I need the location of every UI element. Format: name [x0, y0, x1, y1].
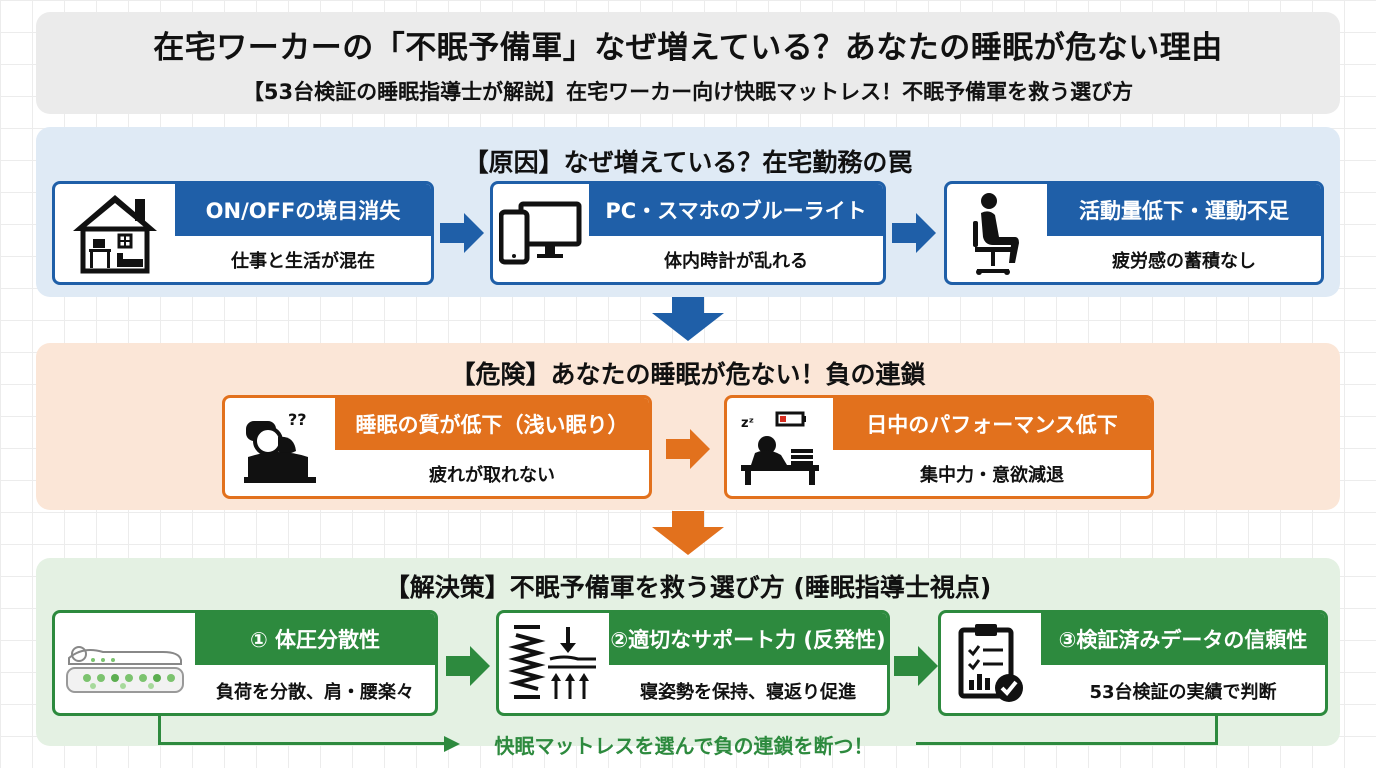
cause-section: 【原因】なぜ増えている？在宅勤務の罠 ON/OFFの境目消失 仕事と生活が混在	[36, 127, 1340, 297]
cause-card-onoff: ON/OFFの境目消失 仕事と生活が混在	[52, 181, 434, 285]
tired-worker-icon: zᶻ	[727, 398, 833, 496]
footer-connector-right	[1215, 716, 1218, 745]
svg-text:zᶻ: zᶻ	[741, 416, 754, 431]
solution-card-pressure: ① 体圧分散性 負荷を分散、肩・腰楽々	[52, 610, 438, 716]
footer-connector-left-h	[158, 742, 448, 745]
cause-card-label: ON/OFFの境目消失	[175, 184, 431, 236]
clipboard-check-icon	[941, 613, 1041, 713]
solution-section: 【解決策】不眠予備軍を救う選び方 (睡眠指導士視点)	[36, 558, 1340, 758]
cause-card-desc: 体内時計が乱れる	[664, 251, 808, 272]
solution-card-desc: 53台検証の実績で判断	[1089, 682, 1277, 703]
page-title: 在宅ワーカーの「不眠予備軍」なぜ増えている？あなたの睡眠が危ない理由	[153, 30, 1223, 66]
sleepless-person-icon: ??	[225, 398, 335, 496]
danger-card-desc: 集中力・意欲減退	[920, 465, 1064, 486]
pressure-map-icon	[55, 613, 195, 713]
danger-card-desc: 疲れが取れない	[429, 465, 555, 486]
cause-card-desc: 仕事と生活が混在	[231, 251, 375, 272]
house-icon	[55, 184, 175, 282]
devices-icon	[493, 184, 589, 282]
down-arrow-icon	[652, 511, 724, 559]
solution-section-title: 【解決策】不眠予備軍を救う選び方 (睡眠指導士視点)	[384, 573, 992, 602]
cause-section-title: 【原因】なぜ増えている？在宅勤務の罠	[463, 148, 913, 177]
solution-card-label: ②適切なサポート力 (反発性)	[609, 613, 887, 665]
header-panel: 在宅ワーカーの「不眠予備軍」なぜ増えている？あなたの睡眠が危ない理由 【53台検…	[36, 12, 1340, 114]
cause-card-label: 活動量低下・運動不足	[1047, 184, 1321, 236]
danger-card-sleep-quality: ?? 睡眠の質が低下（浅い眠り） 疲れが取れない	[222, 395, 652, 499]
footer-connector-left	[158, 716, 161, 744]
danger-section: 【危険】あなたの睡眠が危ない！負の連鎖 ?? 睡眠の質が低下（浅い眠り） 疲れが…	[36, 343, 1340, 510]
danger-card-label: 日中のパフォーマンス低下	[833, 398, 1151, 450]
danger-section-title: 【危険】あなたの睡眠が危ない！負の連鎖	[450, 360, 926, 389]
cause-card-inactivity: 活動量低下・運動不足 疲労感の蓄積なし	[944, 181, 1324, 285]
cause-card-bluelight: PC・スマホのブルーライト 体内時計が乱れる	[490, 181, 886, 285]
solution-card-label: ③検証済みデータの信頼性	[1041, 613, 1325, 665]
solution-card-desc: 寝姿勢を保持、寝返り促進	[640, 682, 856, 703]
danger-card-performance: zᶻ 日中のパフォーマンス低下 集中力・意欲減退	[724, 395, 1154, 499]
cause-card-desc: 疲労感の蓄積なし	[1112, 251, 1256, 272]
page-subtitle: 【53台検証の睡眠指導士が解説】在宅ワーカー向け快眠マットレス！不眠予備軍を救う…	[242, 80, 1134, 104]
down-arrow-icon	[652, 297, 724, 345]
solution-card-data: ③検証済みデータの信頼性 53台検証の実績で判断	[938, 610, 1328, 716]
sitting-person-icon	[947, 184, 1047, 282]
solution-card-desc: 負荷を分散、肩・腰楽々	[216, 682, 414, 703]
danger-card-label: 睡眠の質が低下（浅い眠り）	[335, 398, 649, 450]
cause-card-label: PC・スマホのブルーライト	[589, 184, 883, 236]
svg-text:??: ??	[288, 410, 307, 429]
footer-arrow-icon	[444, 736, 460, 756]
spring-icon	[499, 613, 609, 713]
solution-card-label: ① 体圧分散性	[195, 613, 435, 665]
footer-message: 快眠マットレスを選んで負の連鎖を断つ！	[494, 734, 874, 758]
solution-card-support: ②適切なサポート力 (反発性) 寝姿勢を保持、寝返り促進	[496, 610, 890, 716]
footer-connector-right-h	[916, 742, 1218, 745]
